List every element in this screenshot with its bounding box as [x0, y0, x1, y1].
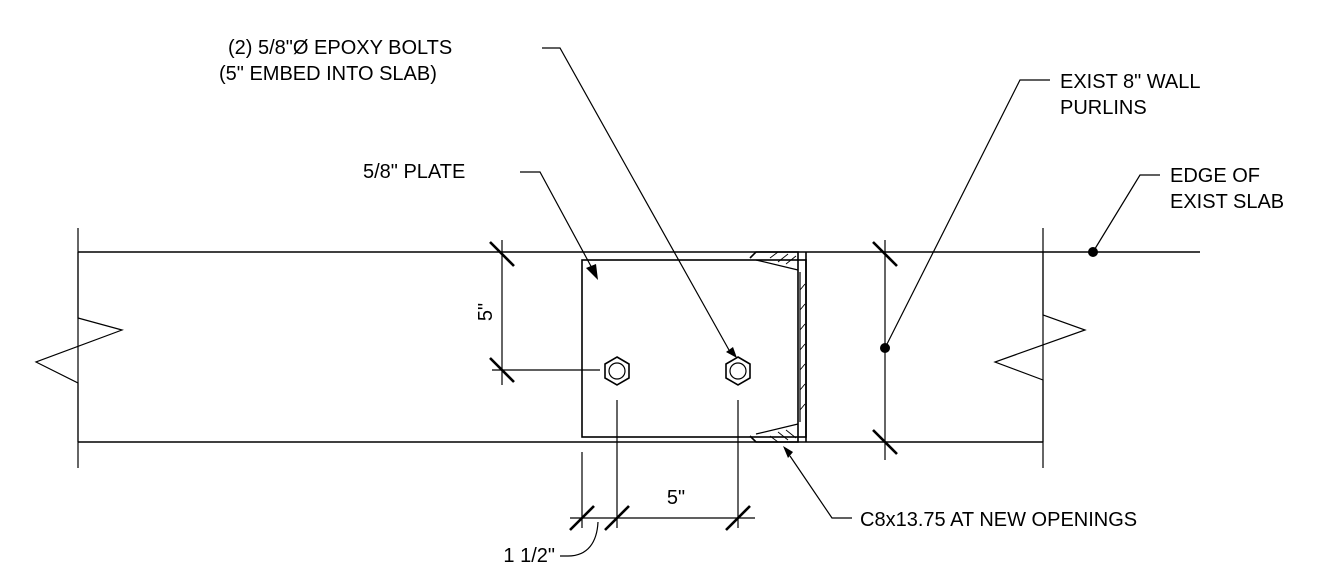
bolts-leader — [542, 47, 737, 358]
channel-leader — [783, 446, 852, 519]
edge-dimension-leader — [560, 521, 599, 557]
bolt-left — [604, 356, 630, 386]
purlins-leader — [884, 79, 1050, 349]
purlin-dimension — [872, 240, 898, 460]
horizontal-dimension — [569, 400, 755, 531]
purlins-label-line1: EXIST 8" WALL — [1060, 71, 1201, 93]
left-break-line — [34, 252, 124, 442]
channel-label: C8x13.75 AT NEW OPENINGS — [860, 509, 1137, 531]
bolts-label-line1: (2) 5/8"Ø EPOXY BOLTS — [228, 37, 452, 59]
vertical-dimension-label: 5" — [475, 303, 497, 321]
purlins-label-line2: PURLINS — [1060, 97, 1147, 119]
horizontal-dimension-label: 5" — [667, 487, 685, 509]
slab-label-line2: EXIST SLAB — [1170, 191, 1284, 213]
slab-leader — [1088, 174, 1160, 257]
right-break-line — [993, 252, 1087, 442]
slab-label-line1: EDGE OF — [1170, 165, 1260, 187]
edge-dimension-label: 1 1/2" — [503, 545, 555, 567]
plate-leader — [520, 171, 598, 280]
bolt-right — [725, 356, 751, 386]
channel-section — [749, 251, 807, 443]
plate-label: 5/8" PLATE — [363, 161, 465, 183]
wall-outline — [77, 228, 1200, 468]
vertical-dimension — [489, 240, 600, 385]
bolts-label-line2: (5" EMBED INTO SLAB) — [219, 63, 437, 85]
